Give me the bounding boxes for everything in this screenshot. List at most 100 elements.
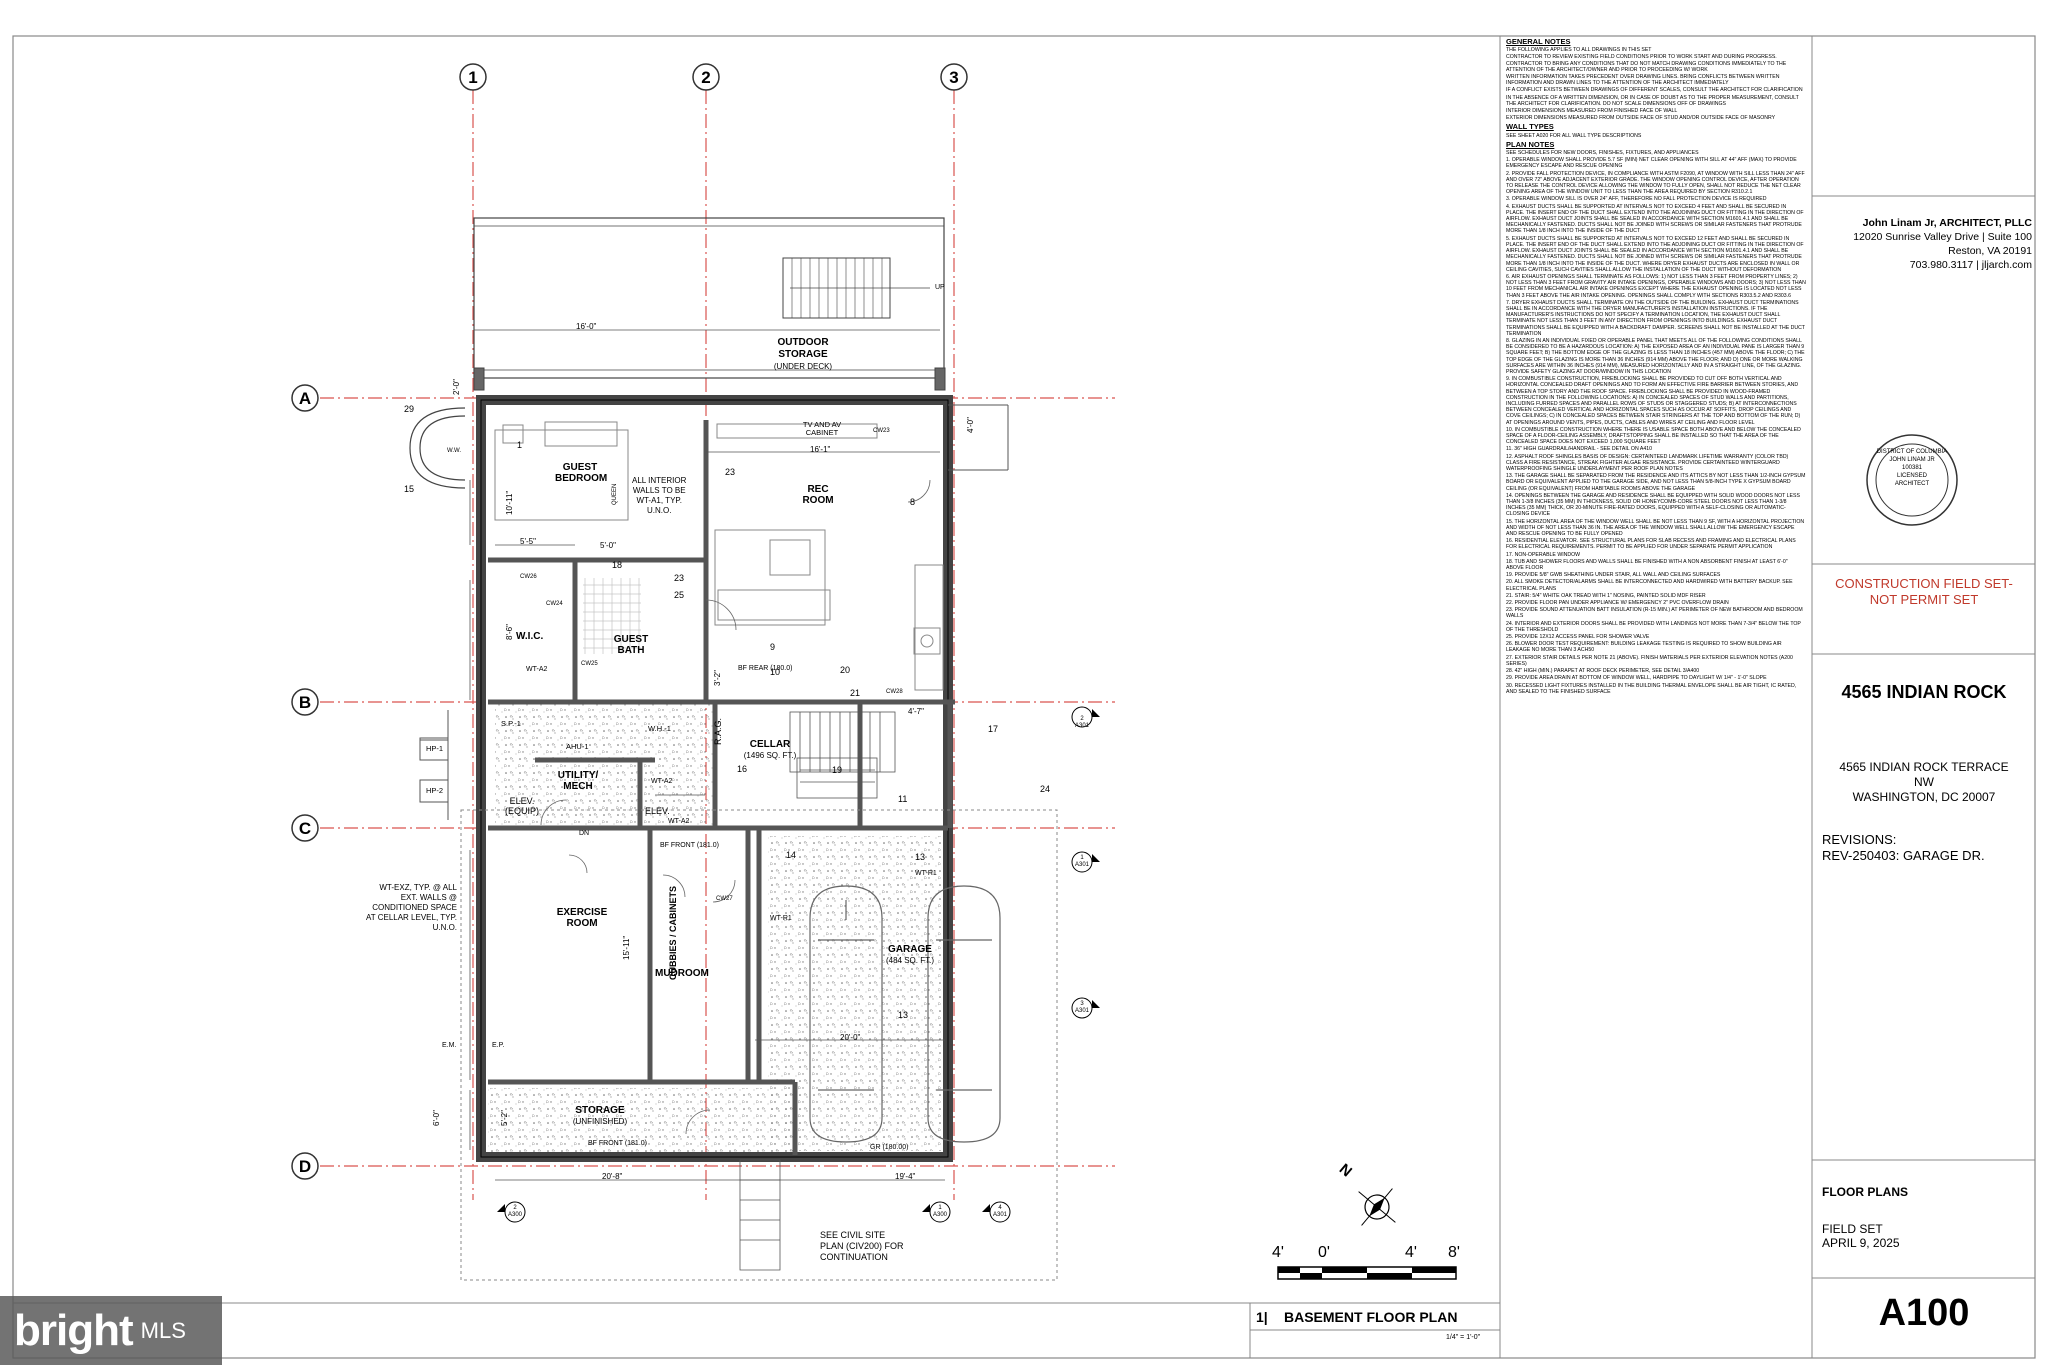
hp1-label: HP-1 — [426, 744, 444, 753]
revisions-block: REVISIONS: REV-250403: GARAGE DR. — [1822, 832, 1985, 864]
wall-tag: WT-R1 — [915, 870, 937, 877]
gr-note: GR (180.00) — [870, 1144, 909, 1151]
seal-line-1: DISTRICT OF COLUMBIA — [1876, 449, 1948, 455]
seal-line-2: JOHN LINAM JR — [1889, 457, 1935, 463]
revision-entry: REV-250403: GARAGE DR. — [1822, 848, 1985, 863]
section-mark-num: 1 — [1080, 855, 1084, 861]
dim-16-1: 16'-1" — [810, 445, 831, 454]
dim-20-8: 20'-8" — [602, 1172, 623, 1181]
plan-tag: 25 — [674, 590, 685, 600]
bf-rear-note: BF REAR (180.0) — [738, 665, 793, 672]
plan-note: 30. RECESSED LIGHT FIXTURES INSTALLED IN… — [1506, 682, 1797, 695]
room-label-rec: REC — [807, 484, 829, 495]
seal-text: DISTRICT OF COLUMBIA JOHN LINAM JR 10038… — [1867, 448, 1957, 488]
wall-tag: CW28 — [886, 689, 903, 695]
section-mark-sheet: A300 — [932, 1212, 947, 1218]
plan-tag: 17 — [988, 724, 999, 734]
status-line-1: CONSTRUCTION FIELD SET- — [1835, 576, 2013, 591]
dim-3-2: 3'-2" — [713, 670, 722, 686]
plan-tag: 15 — [404, 484, 415, 494]
wh-label: W.H.-1 — [648, 724, 671, 733]
guest-bedroom-label: GUEST BEDROOM — [555, 462, 608, 484]
firm-address-1: 12020 Sunrise Valley Drive | Suite 100 — [1853, 231, 2032, 243]
grid-label-d: D — [299, 1157, 311, 1176]
sheet-border — [12, 35, 2036, 1359]
exterior-walls-note: WT-EXZ, TYP. @ ALL EXT. WALLS @ CONDITIO… — [366, 883, 458, 932]
sheet-date: APRIL 9, 2025 — [1822, 1236, 1900, 1250]
window-well-label: W.W. — [447, 448, 461, 454]
seal-number: 100381 — [1901, 465, 1923, 471]
general-note: WRITTEN INFORMATION TAKES PRECEDENT OVER… — [1506, 74, 1780, 87]
plan-tag: 10 — [770, 667, 781, 677]
plan-tag: 18 — [612, 560, 623, 570]
room-label-utility: UTILITY/ — [557, 770, 599, 781]
wic-label: W.I.C. — [516, 631, 544, 642]
north-arrow-icon — [1358, 1188, 1396, 1226]
furniture — [494, 421, 944, 691]
outdoor-storage-label: OUTDOOR STORAGE (UNDER DECK) — [768, 337, 838, 373]
garage-cars — [809, 885, 1001, 1143]
watermark-brand: bright — [14, 1305, 134, 1355]
grid-label-2: 2 — [701, 68, 710, 87]
plan-tag: 21 — [850, 688, 861, 698]
plan-tag: 23 — [725, 467, 736, 477]
label-tv-2: CABINET — [805, 428, 839, 437]
plan-note: 13. THE GARAGE SHALL BE SEPARATED FROM T… — [1506, 473, 1806, 492]
room-label-bedroom: BEDROOM — [555, 473, 608, 484]
plan-note: 29. PROVIDE AREA DRAIN AT BOTTOM OF WIND… — [1506, 675, 1767, 682]
sheet-set: FIELD SET — [1822, 1222, 1883, 1236]
plan-tag: 14 — [786, 850, 797, 860]
wall-types-heading: WALL TYPES — [1506, 122, 1554, 132]
plan-tag: 23 — [674, 573, 685, 583]
mudroom-label: MUDROOM — [655, 968, 709, 979]
plan-note: 28. 42" HIGH (MIN.) PARAPET AT ROOF DECK… — [1506, 668, 1700, 675]
floor-hatch — [488, 578, 941, 1152]
construction-status: CONSTRUCTION FIELD SET- NOT PERMIT SET — [1814, 576, 2034, 608]
general-note: EXTERIOR DIMENSIONS MEASURED FROM OUTSID… — [1506, 115, 1776, 122]
scale-label-4: 8' — [1448, 1244, 1460, 1261]
storage-label: STORAGE (UNFINISHED) — [565, 1105, 635, 1127]
wall-types-text: SEE SHEET A020 FOR ALL WALL TYPE DESCRIP… — [1506, 132, 1642, 139]
plan-note: 12. ASPHALT ROOF SHINGLES BASIS OF DESIG… — [1506, 453, 1789, 472]
wall-tag: CW25 — [581, 661, 598, 667]
plan-tag: 13 — [898, 1010, 909, 1020]
room-label-outdoor: OUTDOOR — [777, 337, 829, 348]
firm-block: John Linam Jr, ARCHITECT, PLLC 12020 Sun… — [1818, 216, 2032, 272]
tv-cabinet-label: TV AND AV CABINET — [797, 421, 847, 437]
grid-label-b: B — [299, 693, 311, 712]
notes-column: GENERAL NOTES THE FOLLOWING APPLIES TO A… — [1506, 36, 1806, 696]
sheet-set-block: FIELD SET APRIL 9, 2025 — [1822, 1222, 1900, 1250]
dim-5-0: 5'-0" — [600, 541, 616, 550]
section-mark-num: 4 — [998, 1205, 1002, 1211]
elev-equip-label: ELEV. (EQUIP) — [502, 796, 542, 816]
general-notes-heading: GENERAL NOTES — [1506, 37, 1571, 46]
section-mark-num: 1 — [938, 1205, 942, 1211]
dim-5-2: 5'-2" — [500, 1110, 509, 1126]
plan-note: 17. NON-OPERABLE WINDOW — [1506, 551, 1581, 558]
room-label-guest-bath-1: GUEST — [613, 634, 649, 645]
plan-tag: 16 — [737, 764, 748, 774]
plan-tag: 19 — [832, 765, 843, 775]
revisions-label: REVISIONS: — [1822, 832, 1897, 847]
queen-label: QUEEN — [612, 483, 618, 505]
sp-label: S.P.-1 — [501, 719, 521, 728]
plan-note: 7. DRYER EXHAUST DUCTS SHALL TERMINATE O… — [1506, 299, 1805, 337]
grid-label-3: 3 — [949, 68, 958, 87]
sheet-name: FLOOR PLANS — [1822, 1185, 1908, 1199]
plan-tag: 24 — [1040, 784, 1051, 794]
ahu-label: AHU-1 — [566, 742, 589, 751]
sheet-number: A100 — [1878, 1292, 1970, 1334]
label-tv-1: TV AND AV — [802, 420, 842, 429]
dim-6-0: 6'-0" — [432, 1110, 441, 1126]
cellar-label: CELLAR (1496 SQ. FT.) — [740, 739, 800, 761]
room-label-elev-equip-2: (EQUIP) — [504, 806, 539, 816]
plan-note: 18. TUB AND SHOWER FLOORS AND WALLS SHAL… — [1506, 558, 1788, 572]
drawing-title: BASEMENT FLOOR PLAN — [1284, 1309, 1458, 1325]
project-address-2: NW — [1914, 775, 1934, 789]
room-label-cellar: CELLAR — [749, 739, 791, 750]
utility-label: UTILITY/ MECH — [553, 770, 603, 792]
dim-4-7: 4'-7" — [908, 707, 924, 716]
plan-note: 22. PROVIDE FLOOR PAN UNDER APPLIANCE W/… — [1506, 600, 1729, 607]
plan-tag: 29 — [404, 404, 415, 414]
